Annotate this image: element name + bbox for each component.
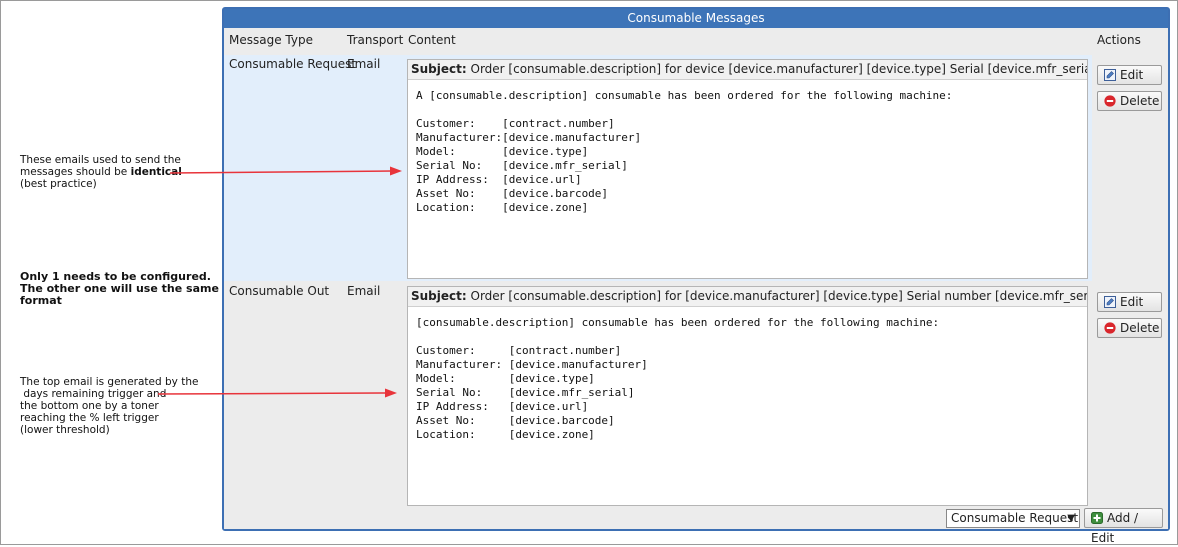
message-body: A [consumable.description] consumable ha… <box>416 89 953 214</box>
subject-line: Subject: Order [consumable.description] … <box>408 287 1087 307</box>
annotation-only-one: Only 1 needs to be configured. The other… <box>20 271 219 307</box>
panel-footer: Consumable Request ▼ Add / Edit <box>224 508 1168 545</box>
delete-button[interactable]: Delete <box>1097 91 1162 111</box>
add-icon <box>1091 511 1103 529</box>
annotation-line: Only 1 needs to be configured. <box>20 270 211 283</box>
delete-icon <box>1104 94 1116 112</box>
annotation-line: (lower threshold) <box>20 424 110 436</box>
annotation-line: format <box>20 294 62 307</box>
message-content-box: Subject: Order [consumable.description] … <box>407 286 1088 506</box>
table-row: Consumable Request Email Subject: Order … <box>224 55 1168 281</box>
annotation-triggers: The top email is generated by the days r… <box>20 376 198 436</box>
subject-text: Order [consumable.description] for [devi… <box>470 289 1088 303</box>
subject-label: Subject: <box>411 289 467 303</box>
message-content-box: Subject: Order [consumable.description] … <box>407 59 1088 279</box>
column-header-actions: Actions <box>1097 33 1141 47</box>
panel-title: Consumable Messages <box>224 9 1168 28</box>
chevron-down-icon: ▼ <box>1067 513 1075 524</box>
annotation-line: reaching the % left trigger <box>20 412 159 424</box>
actions-cell <box>1092 282 1168 508</box>
edit-label: Edit <box>1120 68 1144 82</box>
edit-icon <box>1104 295 1116 313</box>
delete-label: Delete <box>1120 321 1160 335</box>
annotation-line: These emails used to send the <box>20 154 181 166</box>
message-type-cell: Consumable Request <box>229 57 357 71</box>
annotation-line: (best practice) <box>20 178 97 190</box>
subject-text: Order [consumable.description] for devic… <box>470 62 1088 76</box>
table-row: Consumable Out Email Subject: Order [con… <box>224 282 1168 508</box>
column-header-message-type: Message Type <box>229 33 313 47</box>
delete-label: Delete <box>1120 94 1160 108</box>
add-edit-label: Add / Edit <box>1091 511 1139 545</box>
delete-icon <box>1104 321 1116 339</box>
annotation-line: The other one will use the same <box>20 282 219 295</box>
actions-cell <box>1092 55 1168 281</box>
edit-button[interactable]: Edit <box>1097 65 1162 85</box>
annotation-line: messages should be identical <box>20 166 182 178</box>
consumable-messages-panel: Consumable Messages Message Type Transpo… <box>222 7 1170 545</box>
edit-button[interactable]: Edit <box>1097 292 1162 312</box>
message-type-select[interactable]: Consumable Request ▼ <box>946 509 1080 528</box>
column-header-transport: Transport <box>347 33 404 47</box>
annotation-line: days remaining trigger and <box>20 388 167 400</box>
annotation-line: The top email is generated by the <box>20 376 199 388</box>
message-type-cell: Consumable Out <box>229 284 330 298</box>
transport-cell: Email <box>347 57 381 71</box>
edit-label: Edit <box>1120 295 1144 309</box>
annotation-emphasis: identical <box>130 166 182 178</box>
delete-button[interactable]: Delete <box>1097 318 1162 338</box>
transport-cell: Email <box>347 284 381 298</box>
column-header-content: Content <box>408 33 456 47</box>
message-body: [consumable.description] consumable has … <box>416 316 940 441</box>
annotation-text: messages should be <box>20 166 131 178</box>
edit-icon <box>1104 68 1116 86</box>
add-edit-button[interactable]: Add / Edit <box>1084 508 1163 545</box>
subject-label: Subject: <box>411 62 467 76</box>
annotation-identical: These emails used to send the messages s… <box>20 154 182 190</box>
select-value: Consumable Request <box>951 511 1079 525</box>
annotation-line: the bottom one by a toner <box>20 400 159 412</box>
subject-line: Subject: Order [consumable.description] … <box>408 60 1087 80</box>
